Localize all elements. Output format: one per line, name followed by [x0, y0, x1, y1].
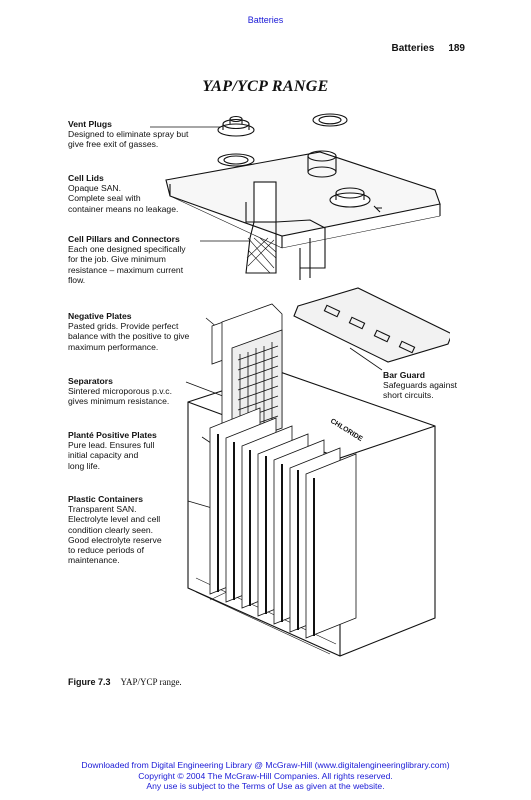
label-heading: Bar Guard: [383, 370, 426, 380]
label-separators: Separators Sintered microporous p.v.c. g…: [68, 376, 208, 407]
label-negative-plates: Negative Plates Pasted grids. Provide pe…: [68, 311, 208, 352]
label-heading: Planté Positive Plates: [68, 430, 157, 440]
caption-number: Figure 7.3: [68, 677, 111, 687]
label-bar-guard: Bar Guard Safeguards against short circu…: [383, 370, 493, 401]
cell-lid: [165, 150, 441, 249]
label-heading: Vent Plugs: [68, 119, 112, 129]
label-heading: Negative Plates: [68, 311, 132, 321]
label-heading: Separators: [68, 376, 113, 386]
label-description: Opaque SAN. Complete seal with container…: [68, 183, 179, 214]
cell-pillar: [245, 181, 326, 280]
figure-title: YAP/YCP RANGE: [202, 78, 329, 95]
label-description: Pure lead. Ensures full initial capacity…: [68, 440, 155, 471]
label-heading: Cell Pillars and Connectors: [68, 234, 180, 244]
footer-notice: Downloaded from Digital Engineering Libr…: [0, 760, 531, 792]
label-description: Sintered microporous p.v.c. gives minimu…: [68, 386, 172, 407]
label-description: Transparent SAN. Electrolyte level and c…: [68, 504, 162, 566]
caption-text: YAP/YCP range.: [120, 677, 182, 687]
label-heading: Plastic Containers: [68, 494, 143, 504]
label-heading: Cell Lids: [68, 173, 104, 183]
label-plante-positive-plates: Planté Positive Plates Pure lead. Ensure…: [68, 430, 208, 471]
footer-terms: Any use is subject to the Terms of Use a…: [146, 781, 385, 791]
running-title: Batteries: [391, 43, 435, 54]
battery-cutaway-illustration: CHLORIDE: [150, 113, 450, 657]
vent-ring-right: [312, 113, 348, 127]
vent-plug-left: [217, 115, 255, 167]
label-description: Designed to eliminate spray but give fre…: [68, 129, 189, 150]
label-plastic-containers: Plastic Containers Transparent SAN. Elec…: [68, 494, 208, 565]
label-description: Safeguards against short circuits.: [383, 380, 458, 401]
container-marking: CHLORIDE: [329, 418, 364, 443]
label-cell-pillars: Cell Pillars and Connectors Each one des…: [68, 234, 208, 285]
bar-guard: [293, 287, 450, 363]
label-description: Each one designed specifically for the j…: [68, 244, 186, 285]
footer-copyright: Copyright © 2004 The McGraw-Hill Compani…: [138, 770, 393, 781]
label-cell-lids: Cell Lids Opaque SAN. Complete seal with…: [68, 173, 208, 214]
label-description: Pasted grids. Provide perfect balance wi…: [68, 321, 190, 352]
label-vent-plugs: Vent Plugs Designed to eliminate spray b…: [68, 119, 208, 150]
top-link-batteries[interactable]: Batteries: [247, 15, 284, 25]
footer-download-link[interactable]: Downloaded from Digital Engineering Libr…: [81, 760, 450, 770]
plate-stack: [209, 303, 357, 639]
figure-caption: Figure 7.3 YAP/YCP range.: [68, 677, 182, 687]
running-head: Batteries 189: [392, 43, 466, 54]
page-number: 189: [448, 43, 465, 54]
